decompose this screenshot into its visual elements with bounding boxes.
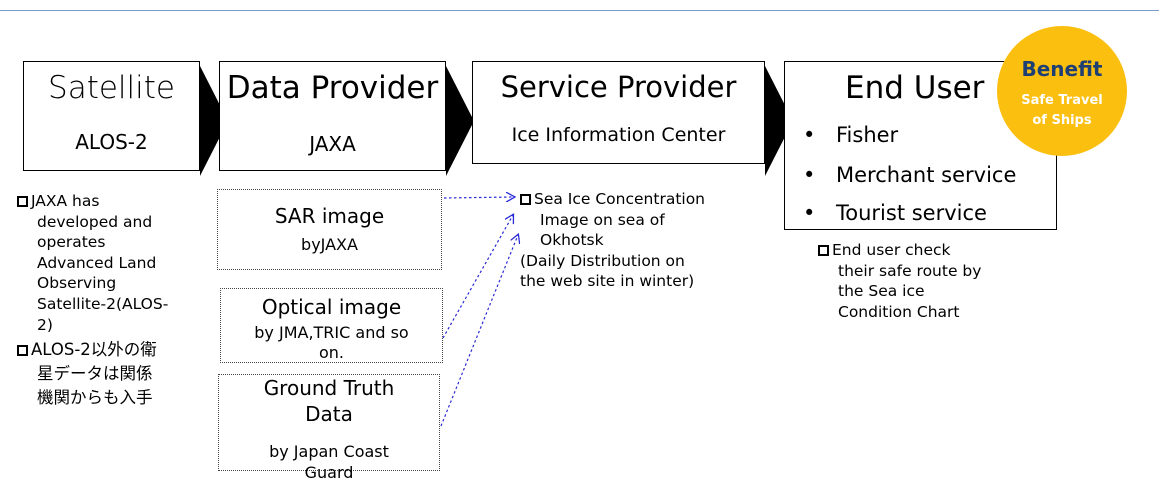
data-provider-sub: JAXA bbox=[309, 132, 356, 156]
ground-truth-sub: by Japan Coast Guard bbox=[269, 442, 389, 482]
data-provider-title: Data Provider bbox=[226, 70, 439, 106]
end-user-title: End User bbox=[845, 70, 985, 106]
link-arrow-optical bbox=[442, 215, 513, 339]
satellite-box: Satellite ALOS-2 bbox=[23, 61, 200, 171]
service-provider-title: Service Provider bbox=[500, 70, 737, 104]
sar-image-title: SAR image bbox=[274, 204, 385, 228]
satellite-sub: ALOS-2 bbox=[75, 130, 148, 154]
ground-truth-box: Ground Truth Data by Japan Coast Guard bbox=[218, 374, 440, 482]
top-rule bbox=[0, 10, 1159, 11]
satellite-notes: JAXA has developed and operates Advanced… bbox=[17, 191, 203, 410]
benefit-text: Safe Travel of Ships bbox=[1021, 93, 1103, 128]
service-provider-sub: Ice Information Center bbox=[511, 124, 726, 146]
benefit-badge: Benefit Safe Travel of Ships bbox=[997, 26, 1127, 156]
satellite-note-1: JAXA has developed and operates Advanced… bbox=[17, 191, 203, 335]
end-user-note: End user check their safe route by the S… bbox=[818, 240, 1038, 322]
flow-arrow-2 bbox=[446, 66, 474, 176]
satellite-title: Satellite bbox=[48, 70, 175, 106]
end-user-item: •Fisher bbox=[803, 123, 899, 147]
end-user-list: •Fisher •Merchant service •Tourist servi… bbox=[803, 122, 1016, 226]
ground-truth-title: Ground Truth Data bbox=[263, 376, 395, 426]
data-provider-box: Data Provider JAXA bbox=[219, 61, 446, 171]
checkbox-bullet-icon bbox=[520, 194, 531, 205]
benefit-title: Benefit bbox=[1021, 57, 1103, 81]
service-note: Sea Ice Concentration Image on sea of Ok… bbox=[520, 190, 706, 291]
satellite-note-2: ALOS-2以外の衛 星データは関係 機関からも入手 bbox=[17, 338, 203, 410]
checkbox-bullet-icon bbox=[17, 345, 28, 357]
checkbox-bullet-icon bbox=[818, 245, 829, 256]
optical-image-sub: by JMA,TRIC and so on. bbox=[254, 323, 409, 362]
optical-image-title: Optical image bbox=[261, 295, 402, 319]
service-provider-box: Service Provider Ice Information Center bbox=[472, 61, 765, 164]
optical-image-box: Optical image by JMA,TRIC and so on. bbox=[220, 288, 443, 363]
end-user-item: •Merchant service bbox=[803, 163, 1017, 187]
checkbox-bullet-icon bbox=[17, 196, 28, 207]
link-arrow-ground-truth bbox=[440, 235, 518, 427]
end-user-item: •Tourist service bbox=[803, 201, 987, 225]
link-arrow-sar bbox=[443, 197, 514, 198]
sar-image-sub: byJAXA bbox=[301, 235, 358, 254]
sar-image-box: SAR image byJAXA bbox=[217, 189, 442, 270]
